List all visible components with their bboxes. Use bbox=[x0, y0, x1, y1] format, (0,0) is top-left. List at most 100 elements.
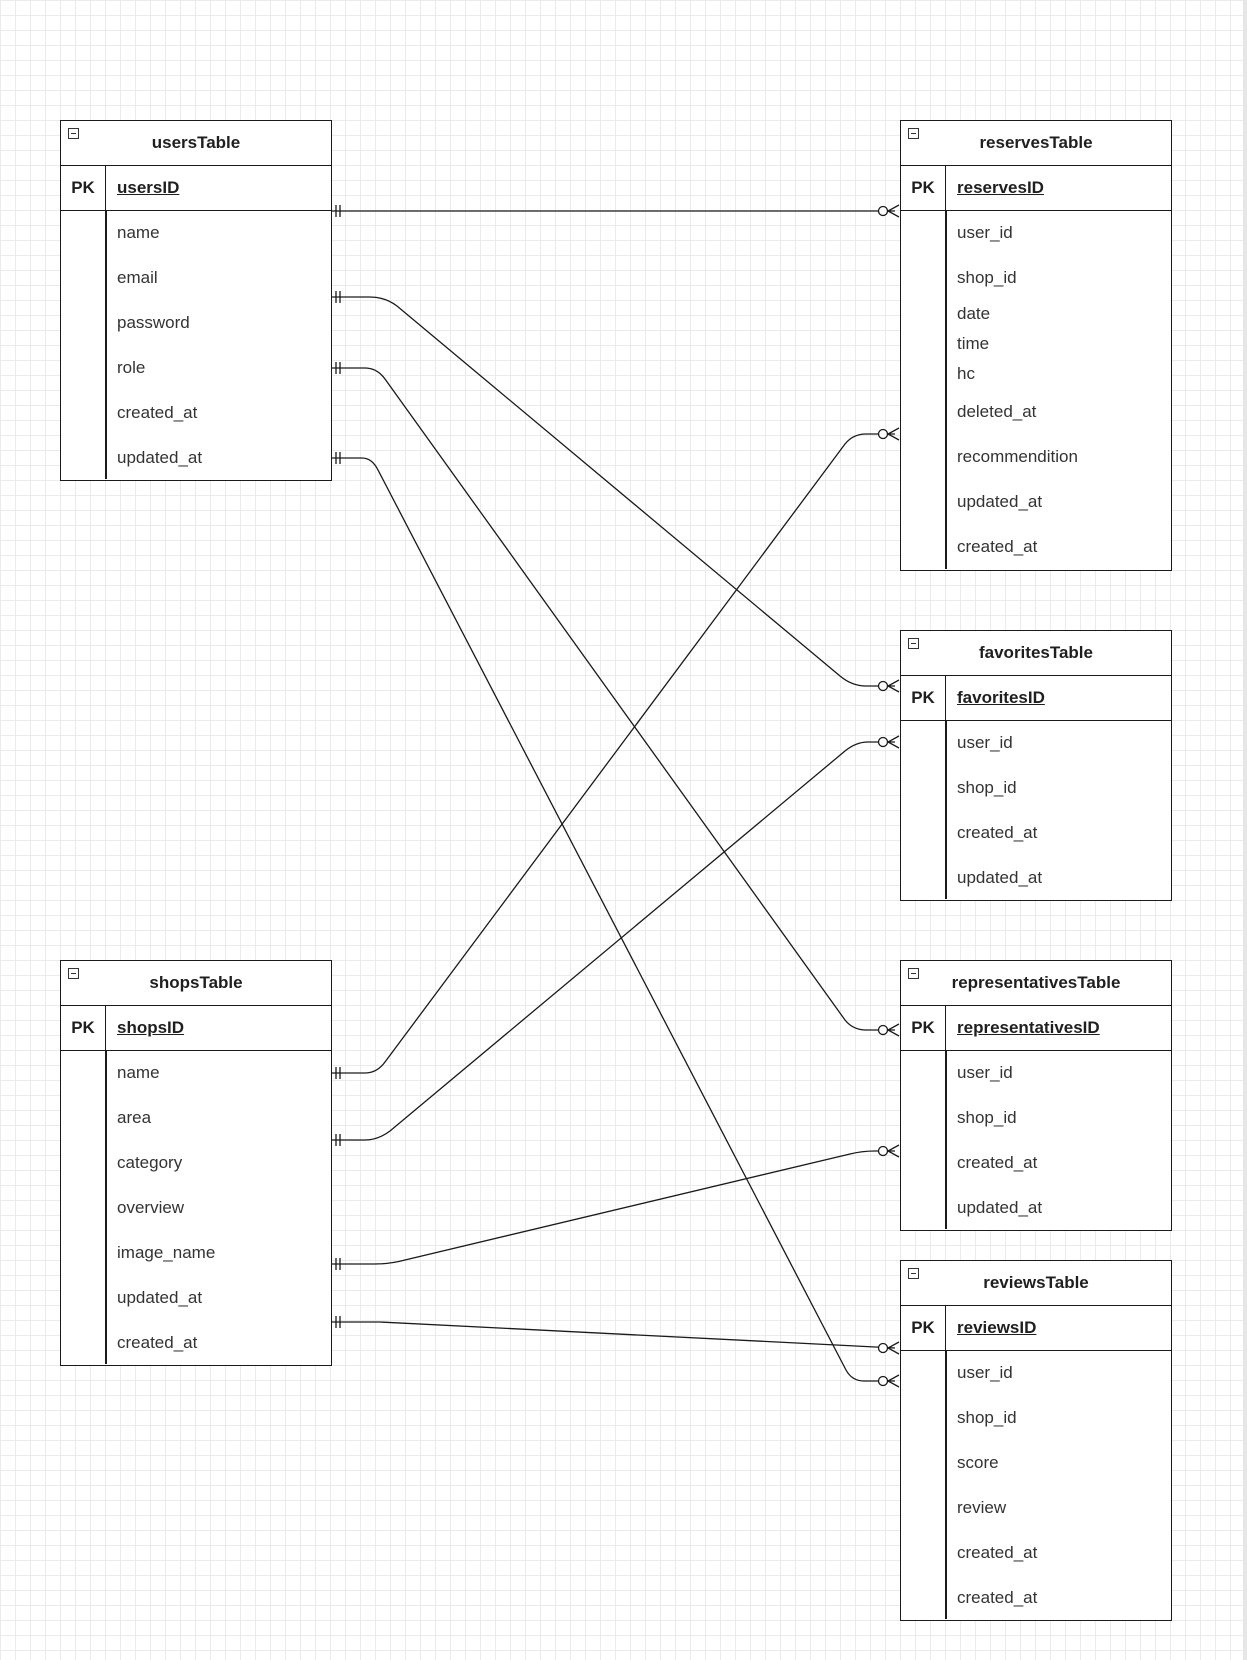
primary-key-row[interactable]: PK shopsID bbox=[61, 1006, 331, 1051]
shops-table[interactable]: shopsTable PK shopsID name area category… bbox=[60, 960, 332, 1366]
field-list: user_id shop_id score review created_at … bbox=[901, 1351, 1171, 1619]
rel-shops-favorites[interactable] bbox=[331, 735, 900, 1146]
rel-shops-reviews[interactable] bbox=[331, 1316, 900, 1355]
field-created-at[interactable]: created_at bbox=[117, 1333, 198, 1352]
table-header[interactable]: favoritesTable bbox=[901, 631, 1171, 676]
canvas-right-border bbox=[1243, 0, 1247, 1660]
field-list: name email password role created_at upda… bbox=[61, 211, 331, 479]
table-title: shopsTable bbox=[149, 973, 243, 992]
field-password[interactable]: password bbox=[117, 313, 190, 332]
table-header[interactable]: reviewsTable bbox=[901, 1261, 1171, 1306]
collapse-icon[interactable] bbox=[68, 968, 79, 979]
field-area[interactable]: area bbox=[117, 1108, 152, 1127]
primary-key-row[interactable]: PK reservesID bbox=[901, 166, 1171, 211]
field-created-at[interactable]: created_at bbox=[957, 1588, 1038, 1607]
field-shop-id[interactable]: shop_id bbox=[957, 778, 1017, 797]
pk-field: reservesID bbox=[957, 178, 1044, 197]
field-shop-id[interactable]: shop_id bbox=[957, 1408, 1017, 1427]
pk-label: PK bbox=[61, 1006, 106, 1050]
table-title: representativesTable bbox=[951, 973, 1121, 992]
primary-key-row[interactable]: PK favoritesID bbox=[901, 676, 1171, 721]
pk-field: representativesID bbox=[957, 1018, 1100, 1037]
field-list: user_id shop_id created_at updated_at bbox=[901, 1051, 1171, 1229]
table-header[interactable]: reservesTable bbox=[901, 121, 1171, 166]
field-review[interactable]: review bbox=[957, 1498, 1007, 1517]
field-overview[interactable]: overview bbox=[117, 1198, 185, 1217]
primary-key-row[interactable]: PK representativesID bbox=[901, 1006, 1171, 1051]
field-created-at[interactable]: created_at bbox=[957, 1153, 1038, 1172]
rel-users-representatives[interactable] bbox=[331, 362, 900, 1037]
field-score[interactable]: score bbox=[957, 1453, 999, 1472]
field-updated-at[interactable]: updated_at bbox=[117, 1288, 203, 1307]
collapse-icon[interactable] bbox=[908, 638, 919, 649]
field-time[interactable]: time bbox=[957, 334, 990, 353]
rel-users-reviews[interactable] bbox=[331, 452, 900, 1388]
collapse-icon[interactable] bbox=[908, 968, 919, 979]
field-user-id[interactable]: user_id bbox=[957, 1063, 1013, 1082]
field-shop-id[interactable]: shop_id bbox=[957, 268, 1017, 287]
field-image-name[interactable]: image_name bbox=[117, 1243, 216, 1262]
reviews-table[interactable]: reviewsTable PK reviewsID user_id shop_i… bbox=[900, 1260, 1172, 1621]
field-date[interactable]: date bbox=[957, 304, 991, 323]
primary-key-row[interactable]: PK usersID bbox=[61, 166, 331, 211]
column-divider bbox=[945, 1351, 947, 1619]
pk-field: usersID bbox=[117, 178, 180, 197]
field-updated-at[interactable]: updated_at bbox=[957, 1198, 1043, 1217]
field-name[interactable]: name bbox=[117, 1063, 160, 1082]
table-title: favoritesTable bbox=[978, 643, 1093, 662]
collapse-icon[interactable] bbox=[908, 1268, 919, 1279]
pk-field: favoritesID bbox=[957, 688, 1045, 707]
field-list: name area category overview image_name u… bbox=[61, 1051, 331, 1364]
table-header[interactable]: usersTable bbox=[61, 121, 331, 166]
users-table[interactable]: usersTable PK usersID name email passwor… bbox=[60, 120, 332, 481]
field-name[interactable]: name bbox=[117, 223, 160, 242]
field-email[interactable]: email bbox=[117, 268, 158, 287]
rel-users-favorites[interactable] bbox=[331, 291, 900, 693]
pk-label: PK bbox=[901, 166, 946, 210]
column-divider bbox=[105, 211, 107, 479]
field-deleted-at[interactable]: deleted_at bbox=[957, 402, 1037, 421]
representatives-table[interactable]: representativesTable PK representativesI… bbox=[900, 960, 1172, 1231]
rel-users-reserves[interactable] bbox=[331, 204, 900, 218]
field-shop-id[interactable]: shop_id bbox=[957, 1108, 1017, 1127]
field-created-at[interactable]: created_at bbox=[957, 1543, 1038, 1562]
field-updated-at[interactable]: updated_at bbox=[117, 448, 203, 467]
field-created-at[interactable]: created_at bbox=[117, 403, 198, 422]
field-updated-at[interactable]: updated_at bbox=[957, 492, 1043, 511]
pk-field: reviewsID bbox=[957, 1318, 1037, 1337]
column-divider bbox=[945, 1051, 947, 1229]
field-user-id[interactable]: user_id bbox=[957, 223, 1013, 242]
field-user-id[interactable]: user_id bbox=[957, 1363, 1013, 1382]
field-created-at[interactable]: created_at bbox=[957, 823, 1038, 842]
column-divider bbox=[945, 211, 947, 569]
favorites-table[interactable]: favoritesTable PK favoritesID user_id sh… bbox=[900, 630, 1172, 901]
pk-label: PK bbox=[61, 166, 106, 210]
collapse-icon[interactable] bbox=[908, 128, 919, 139]
primary-key-row[interactable]: PK reviewsID bbox=[901, 1306, 1171, 1351]
reserves-table[interactable]: reservesTable PK reservesID user_id shop… bbox=[900, 120, 1172, 571]
pk-label: PK bbox=[901, 1306, 946, 1350]
field-list: user_id shop_id created_at updated_at bbox=[901, 721, 1171, 899]
collapse-icon[interactable] bbox=[68, 128, 79, 139]
field-role[interactable]: role bbox=[117, 358, 146, 377]
field-updated-at[interactable]: updated_at bbox=[957, 868, 1043, 887]
field-created-at[interactable]: created_at bbox=[957, 537, 1038, 556]
pk-label: PK bbox=[901, 676, 946, 720]
table-title: reviewsTable bbox=[983, 1273, 1089, 1292]
table-header[interactable]: shopsTable bbox=[61, 961, 331, 1006]
column-divider bbox=[945, 721, 947, 899]
rel-shops-reserves[interactable] bbox=[331, 427, 900, 1079]
table-header[interactable]: representativesTable bbox=[901, 961, 1171, 1006]
column-divider bbox=[105, 1051, 107, 1364]
table-title: usersTable bbox=[151, 133, 241, 152]
rel-shops-representatives[interactable] bbox=[331, 1144, 900, 1270]
field-category[interactable]: category bbox=[117, 1153, 183, 1172]
field-user-id[interactable]: user_id bbox=[957, 733, 1013, 752]
pk-field: shopsID bbox=[117, 1018, 185, 1037]
field-list: user_id shop_id date time hc deleted_at … bbox=[901, 211, 1171, 569]
field-recommendition[interactable]: recommendition bbox=[957, 447, 1078, 466]
table-title: reservesTable bbox=[979, 133, 1093, 152]
pk-label: PK bbox=[901, 1006, 946, 1050]
field-hc[interactable]: hc bbox=[957, 364, 975, 383]
